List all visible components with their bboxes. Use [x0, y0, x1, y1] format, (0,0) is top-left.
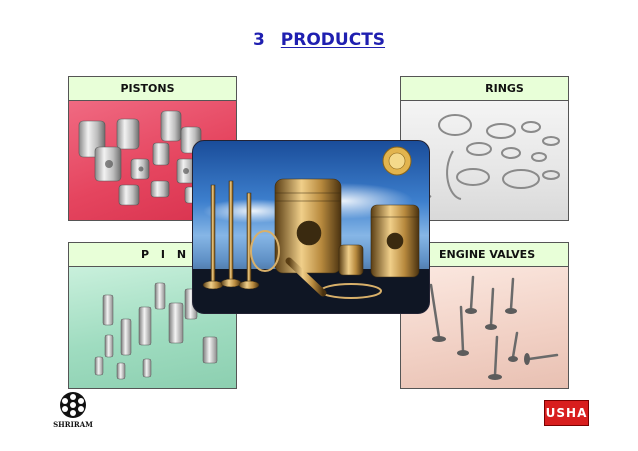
shriram-emblem-icon	[60, 392, 86, 418]
shriram-logo-text: SHRIRAM	[53, 420, 93, 429]
pistons-illustration	[78, 110, 202, 206]
page-title: 3 PRODUCTS	[0, 30, 638, 50]
engine-valves-photo	[401, 267, 568, 388]
pistons-and-valves-photo-icon	[193, 146, 429, 313]
usha-logo: USHA	[544, 400, 589, 426]
pistons-label: PISTONS	[69, 77, 236, 101]
pins-illustration	[94, 282, 218, 380]
rings-label: RINGS	[401, 77, 568, 101]
usha-logo-text: USHA	[545, 406, 588, 420]
center-photo	[192, 140, 430, 314]
engine-valves-illustration	[429, 275, 559, 380]
company-emblem-icon	[382, 146, 412, 176]
slide-number: 3	[252, 30, 265, 50]
shriram-logo: SHRIRAM	[50, 390, 96, 430]
slide-title: PRODUCTS	[280, 30, 386, 50]
